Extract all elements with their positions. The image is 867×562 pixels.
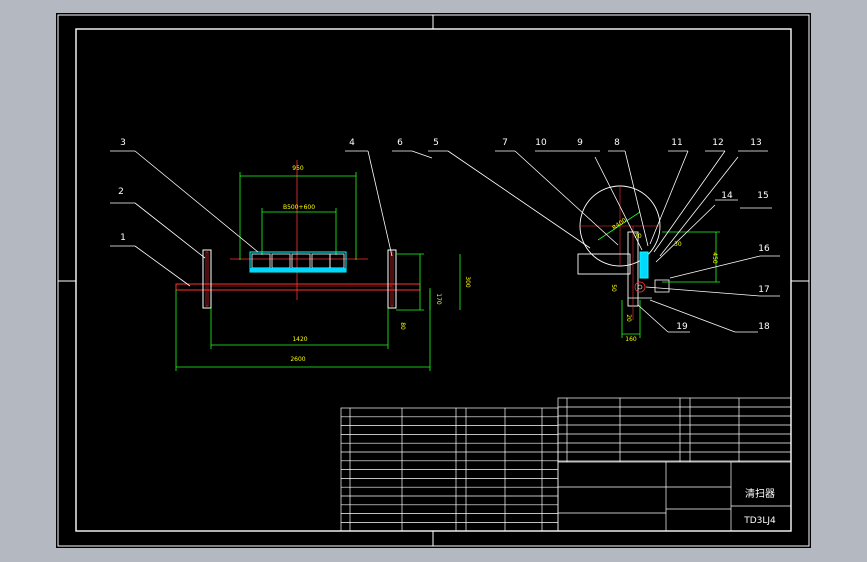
callout-17: 17 bbox=[758, 285, 769, 295]
cad-drawing: 950 B500+600 300 170 80 1420 bbox=[57, 14, 810, 547]
callout-4: 4 bbox=[349, 138, 355, 148]
callout-3: 3 bbox=[120, 138, 126, 148]
callout-10: 10 bbox=[535, 138, 547, 148]
dim-height-small: 170 bbox=[435, 293, 442, 305]
outer-frame bbox=[57, 14, 810, 547]
dim-span: 1420 bbox=[292, 336, 307, 343]
drawing-sheet: 950 B500+600 300 170 80 1420 bbox=[56, 13, 811, 548]
front-view: 950 B500+600 300 170 80 1420 bbox=[110, 150, 471, 371]
callout-14: 14 bbox=[721, 191, 733, 201]
callout-6: 6 bbox=[397, 138, 403, 148]
dim-height: 300 bbox=[464, 276, 471, 288]
callout-5: 5 bbox=[433, 138, 439, 148]
callout-12: 12 bbox=[712, 138, 723, 148]
dim-side-bottom: 160 bbox=[625, 336, 637, 343]
parts-list bbox=[340, 407, 559, 532]
dim-total: 2600 bbox=[290, 356, 305, 363]
title-code: TD3LJ4 bbox=[743, 516, 776, 526]
callout-15: 15 bbox=[757, 191, 768, 201]
callout-11: 11 bbox=[671, 138, 682, 148]
callout-18: 18 bbox=[758, 322, 770, 332]
dim-side-50: 50 bbox=[610, 284, 617, 292]
callout-2: 2 bbox=[118, 187, 124, 197]
callout-1: 1 bbox=[120, 233, 126, 243]
callout-13: 13 bbox=[750, 138, 761, 148]
callout-16: 16 bbox=[758, 244, 770, 254]
callout-8: 8 bbox=[614, 138, 620, 148]
side-view: R400 450 70 30 50 20 160 bbox=[392, 150, 780, 343]
callout-19: 19 bbox=[676, 322, 688, 332]
title-block bbox=[557, 397, 792, 532]
dim-top: 950 bbox=[292, 165, 304, 172]
dim-side-30: 30 bbox=[674, 241, 682, 248]
inner-frame bbox=[75, 28, 792, 532]
title-name: 清扫器 bbox=[745, 487, 775, 500]
dim-radius: R400 bbox=[611, 217, 628, 232]
callout-9: 9 bbox=[577, 138, 583, 148]
dim-side-70: 70 bbox=[634, 233, 642, 240]
dim-side-small: 80 bbox=[399, 322, 406, 330]
dim-inner: B500+600 bbox=[283, 204, 315, 211]
dim-side-20: 20 bbox=[625, 314, 632, 322]
callout-7: 7 bbox=[502, 138, 508, 148]
dim-side-450: 450 bbox=[711, 252, 718, 264]
